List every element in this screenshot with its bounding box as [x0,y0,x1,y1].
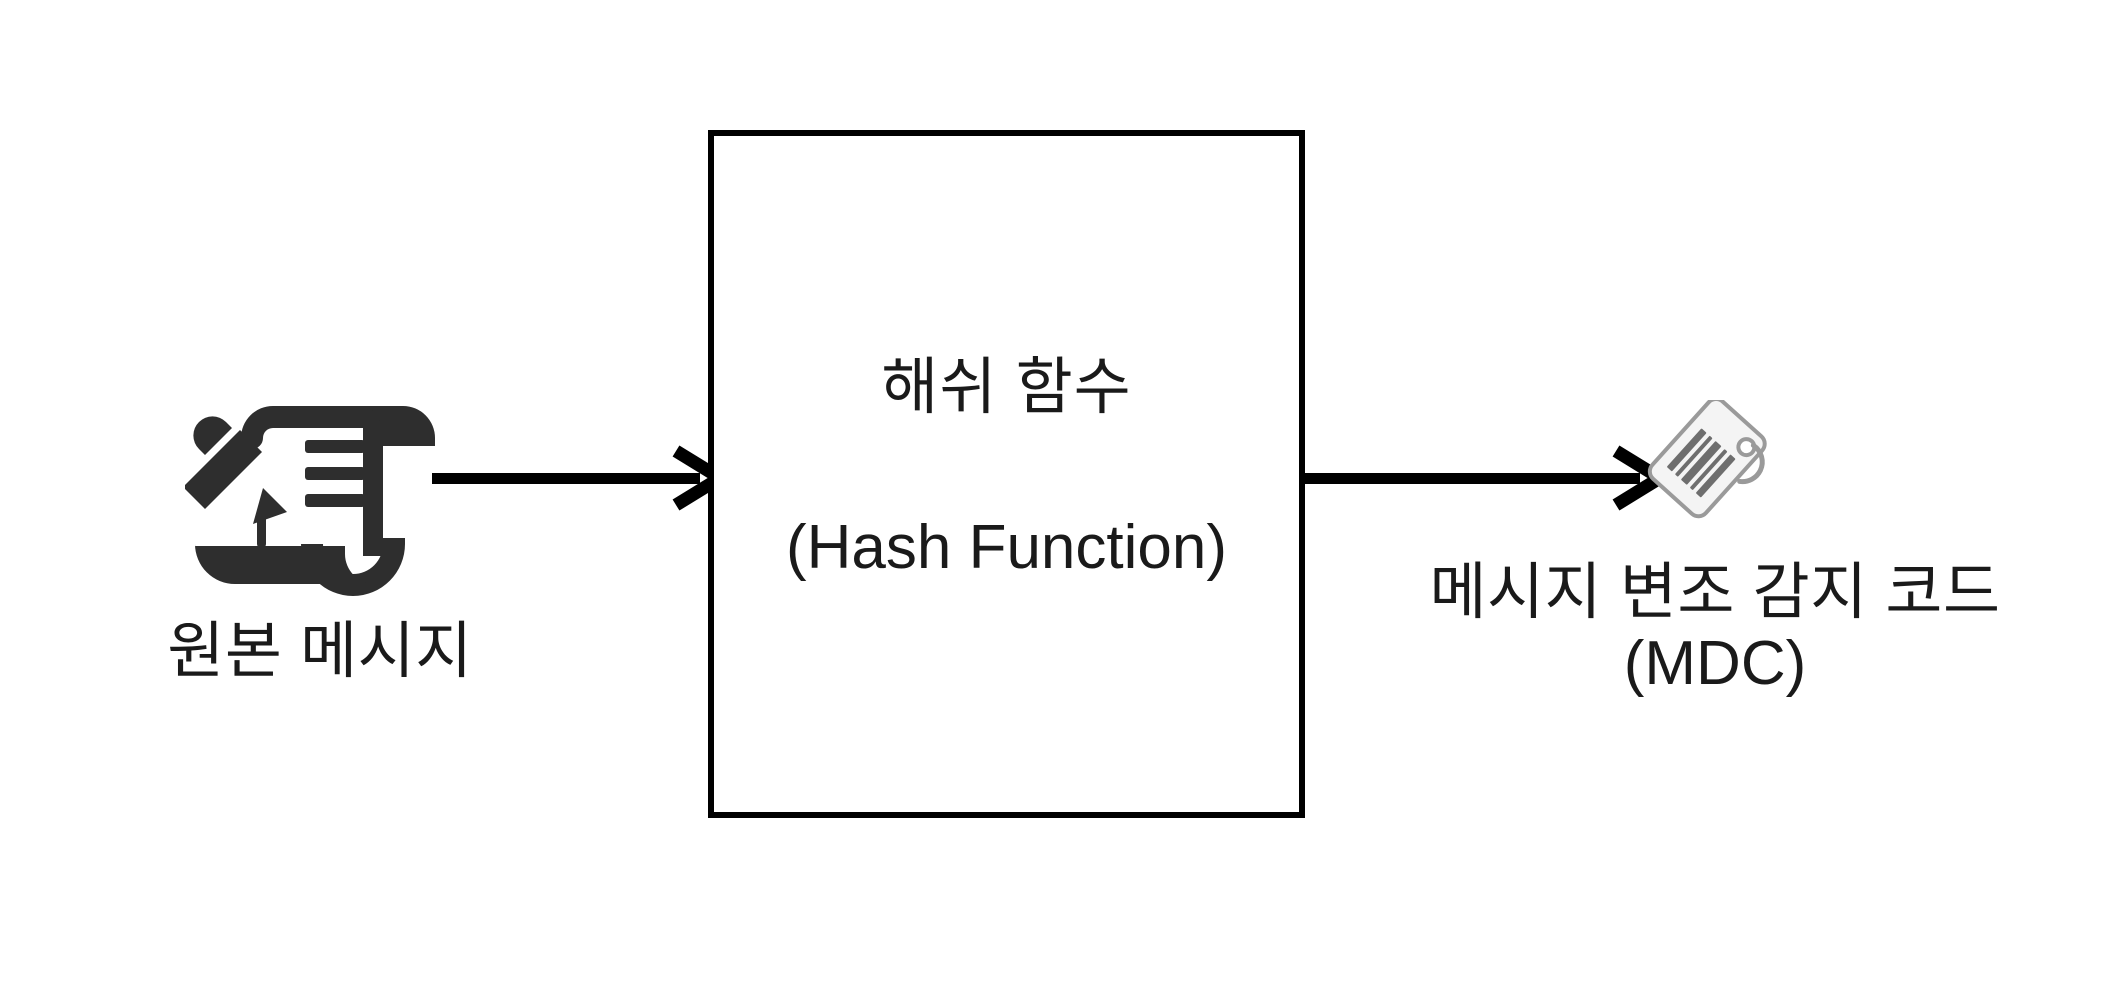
mdc-label-line2: (MDC) [1623,628,1807,698]
price-tag-barcode-icon [1645,400,1785,540]
mdc-output-node: 메시지 변조 감지 코드 (MDC) [1320,400,2110,770]
hash-function-box-text: 해쉬 함수 (Hash Function) [714,353,1299,583]
hash-function-title: 해쉬 함수 [881,353,1132,422]
mdc-label-group: 메시지 변조 감지 코드 (MDC) [1320,558,2110,699]
source-message-node: 원본 메시지 [60,380,580,730]
hash-function-subtitle: (Hash Function) [785,513,1228,583]
mdc-label-line1: 메시지 변조 감지 코드 [1429,558,2001,627]
document-pencil-icon [183,388,435,603]
hash-function-box: 해쉬 함수 (Hash Function) [708,130,1305,818]
arrow-right-icon [432,443,733,513]
source-message-label: 원본 메시지 [167,617,473,686]
